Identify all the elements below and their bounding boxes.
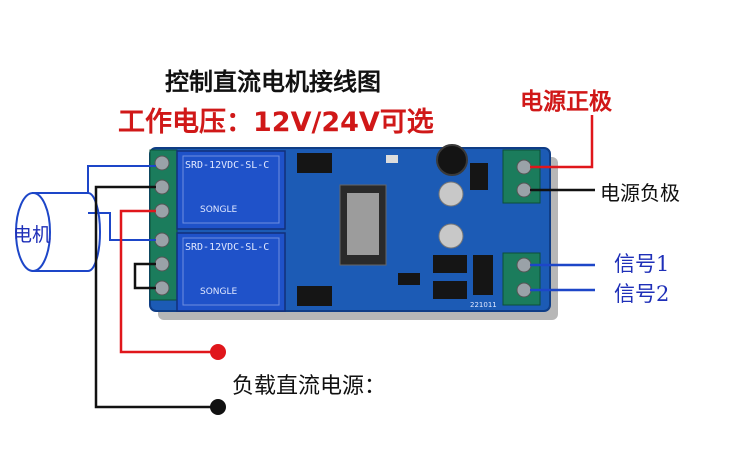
signal-wires — [530, 263, 595, 292]
left-terminal-block — [149, 149, 178, 301]
motor-wires — [87, 165, 156, 241]
working-voltage-label: 工作电压：12V/24V可选 — [118, 107, 434, 138]
small-ic — [398, 273, 420, 285]
motor-symbol — [15, 192, 101, 272]
right-terminal-signal — [502, 252, 541, 306]
capacitor-1 — [438, 181, 464, 207]
board-serial: 221011 — [470, 301, 497, 309]
capacitor-2 — [438, 223, 464, 249]
regulator-tab — [347, 193, 379, 255]
power-negative-label: 电源负极 — [600, 181, 680, 205]
load-negative-terminal — [210, 399, 226, 415]
relay-bottom — [176, 232, 286, 312]
signal1-label: 信号1 — [614, 252, 670, 276]
relay-top — [176, 150, 286, 230]
power-wires — [530, 115, 595, 192]
load-dc-power-label: 负载直流电源： — [232, 374, 387, 399]
relay-bottom-brand: SONGLE — [200, 287, 238, 297]
relay-top-brand: SONGLE — [200, 205, 238, 215]
load-positive-terminal — [210, 344, 226, 360]
capacitor-large — [436, 144, 468, 176]
transistor-1 — [470, 163, 488, 190]
right-terminal-power — [502, 149, 541, 204]
power-positive-label: 电源正极 — [520, 88, 612, 115]
chip-small-3 — [473, 255, 493, 295]
diagram-title: 控制直流电机接线图 — [165, 67, 381, 96]
relay-bottom-model: SRD-12VDC-SL-C — [185, 242, 270, 253]
chip-small-2 — [433, 281, 467, 299]
load-power-wires — [94, 185, 218, 409]
chip-small-1 — [433, 255, 467, 273]
motor-label: 电机 — [13, 224, 52, 246]
signal2-label: 信号2 — [614, 282, 670, 306]
relay-top-model: SRD-12VDC-SL-C — [185, 160, 270, 171]
chip-bottom — [297, 286, 332, 306]
chip-top — [297, 153, 332, 173]
led — [386, 155, 398, 163]
